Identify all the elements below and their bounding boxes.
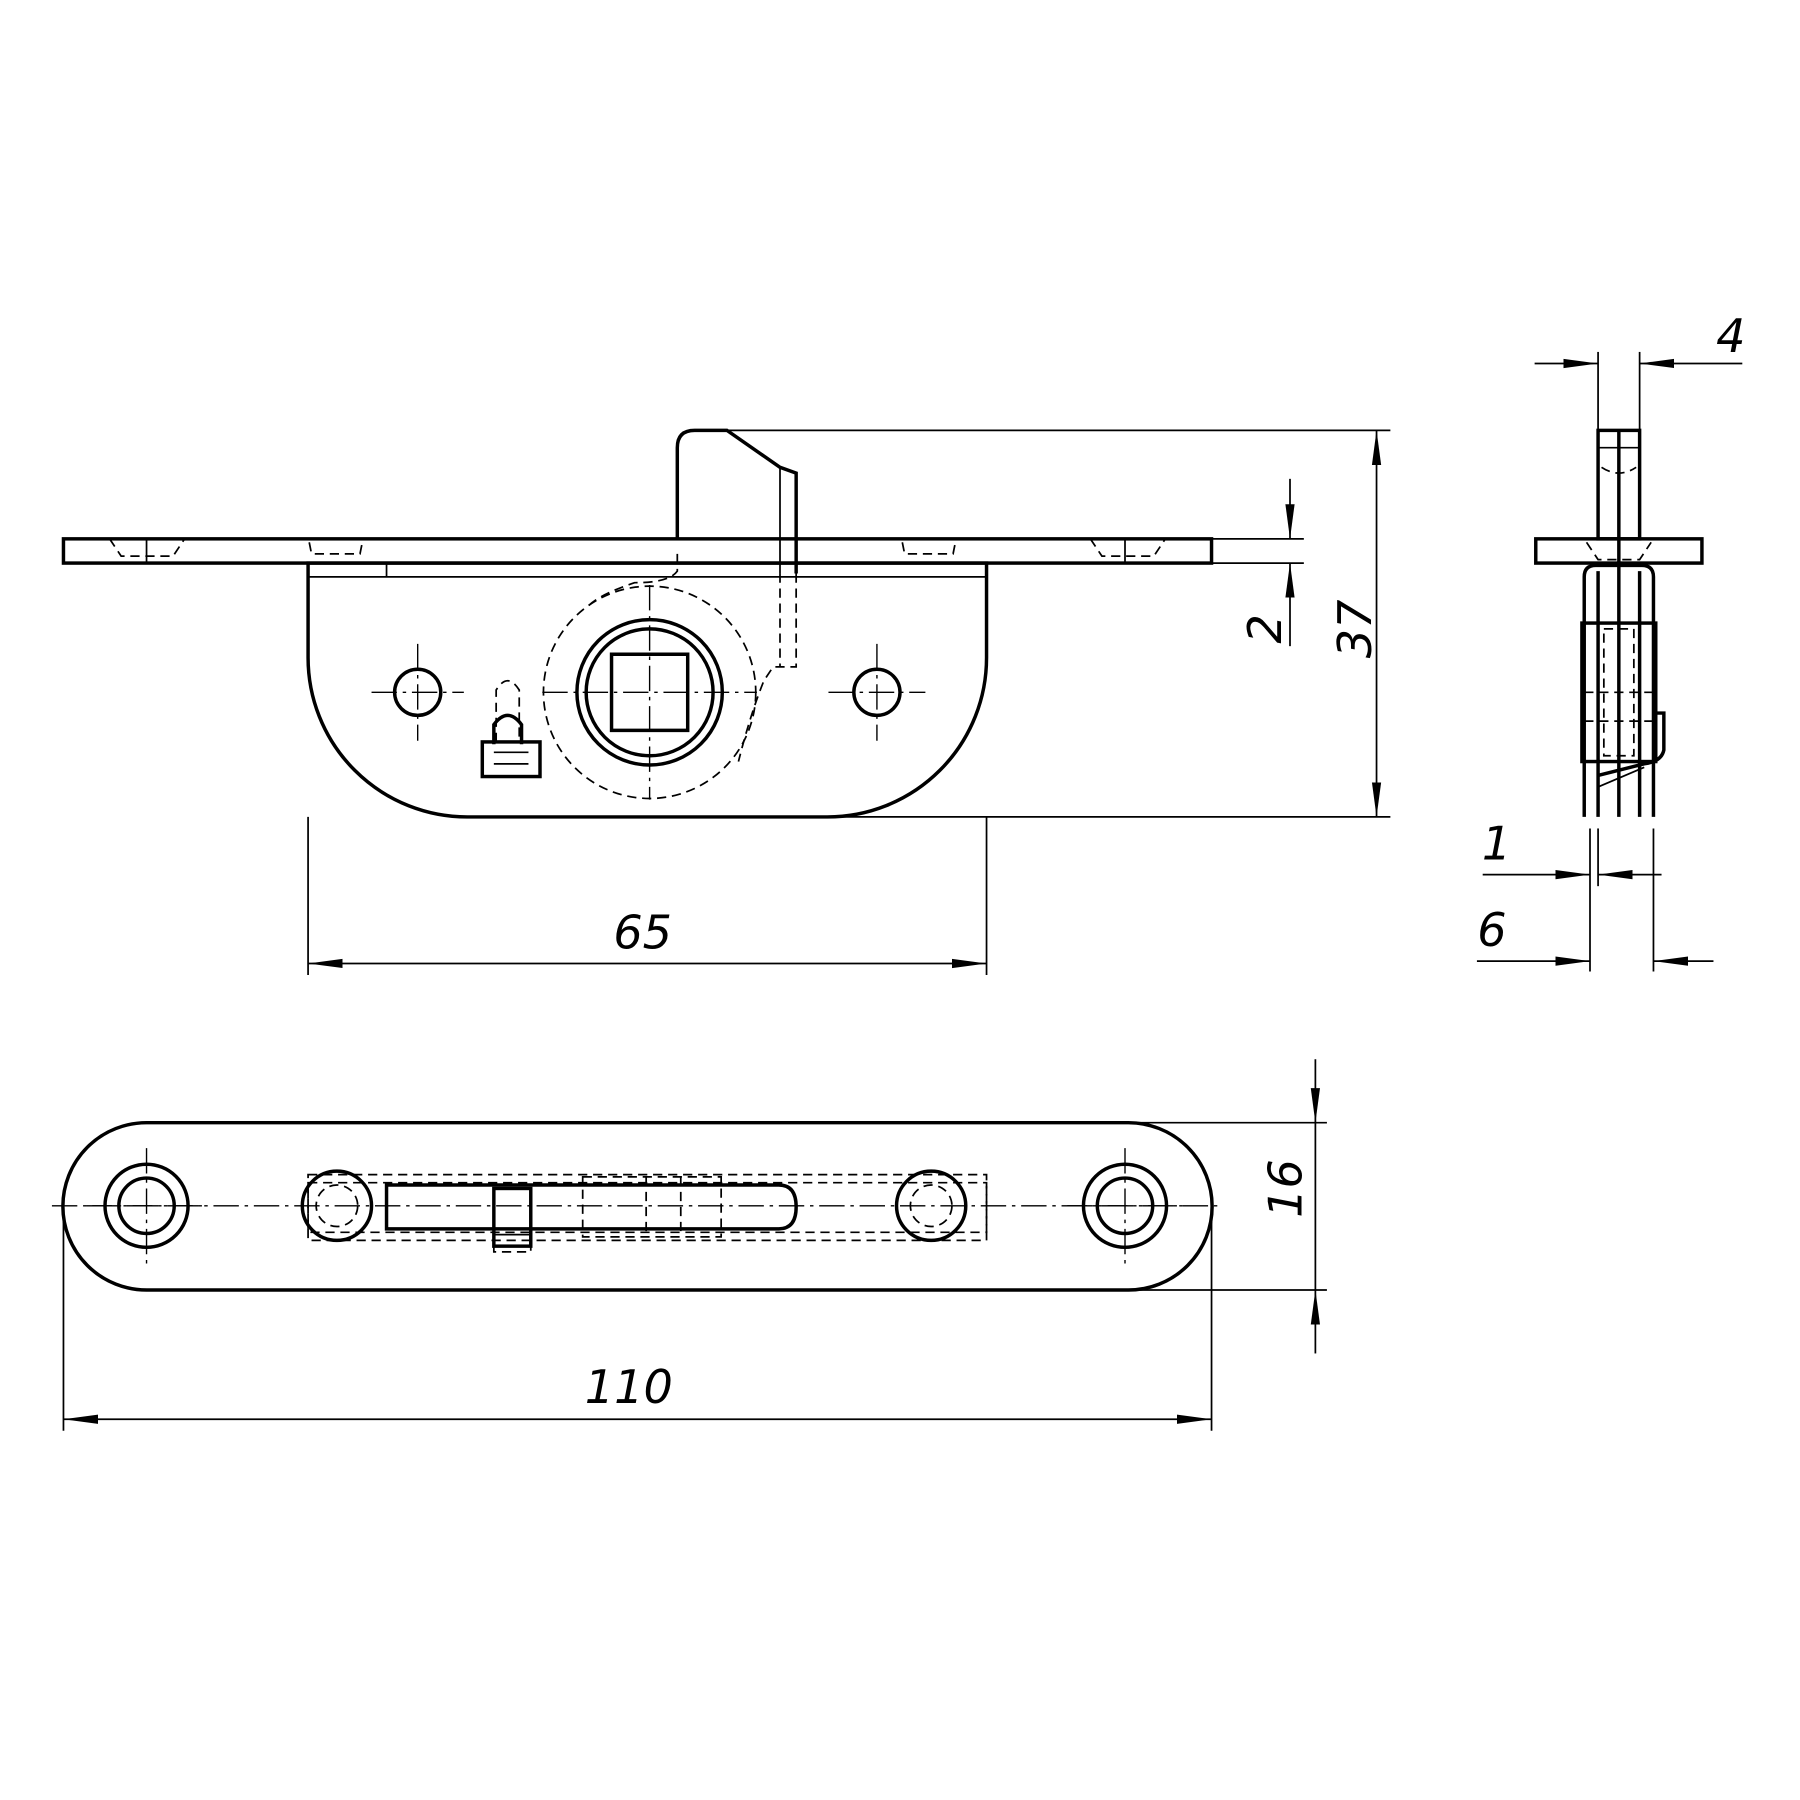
latch-hidden-part (587, 553, 798, 762)
dim-label: 6 (1477, 903, 1506, 957)
side-view: 4 1 6 (1476, 309, 1745, 972)
dimension-16: 16 (1128, 1059, 1327, 1354)
dimension-2: 2 (1211, 478, 1304, 647)
dim-label: 110 (585, 1360, 673, 1414)
top-view: 110 16 (51, 1059, 1327, 1431)
latch-slot (384, 1183, 798, 1231)
dim-label: 2 (1238, 614, 1292, 643)
dim-label: 65 (613, 905, 672, 959)
dim-label: 1 (1482, 817, 1511, 871)
dimension-1: 1 (1482, 817, 1662, 972)
lock-body (306, 561, 989, 819)
faceplate (61, 537, 1214, 565)
latch-tongue (675, 428, 798, 574)
latch-stop (480, 679, 542, 779)
dimension-37: 37 (726, 429, 1391, 818)
dim-label: 4 (1716, 309, 1745, 363)
dimension-65: 65 (307, 816, 988, 975)
dimension-4: 4 (1534, 309, 1745, 431)
side-body (1582, 563, 1656, 817)
front-view: 65 37 2 (61, 428, 1391, 975)
dimension-110: 110 (62, 1211, 1213, 1431)
dim-label: 37 (1328, 599, 1382, 658)
dim-label: 16 (1259, 1159, 1313, 1218)
faceplate-countersinks (108, 538, 1167, 564)
dimension-6: 6 (1476, 903, 1714, 966)
spindle-square-hole (609, 652, 690, 733)
